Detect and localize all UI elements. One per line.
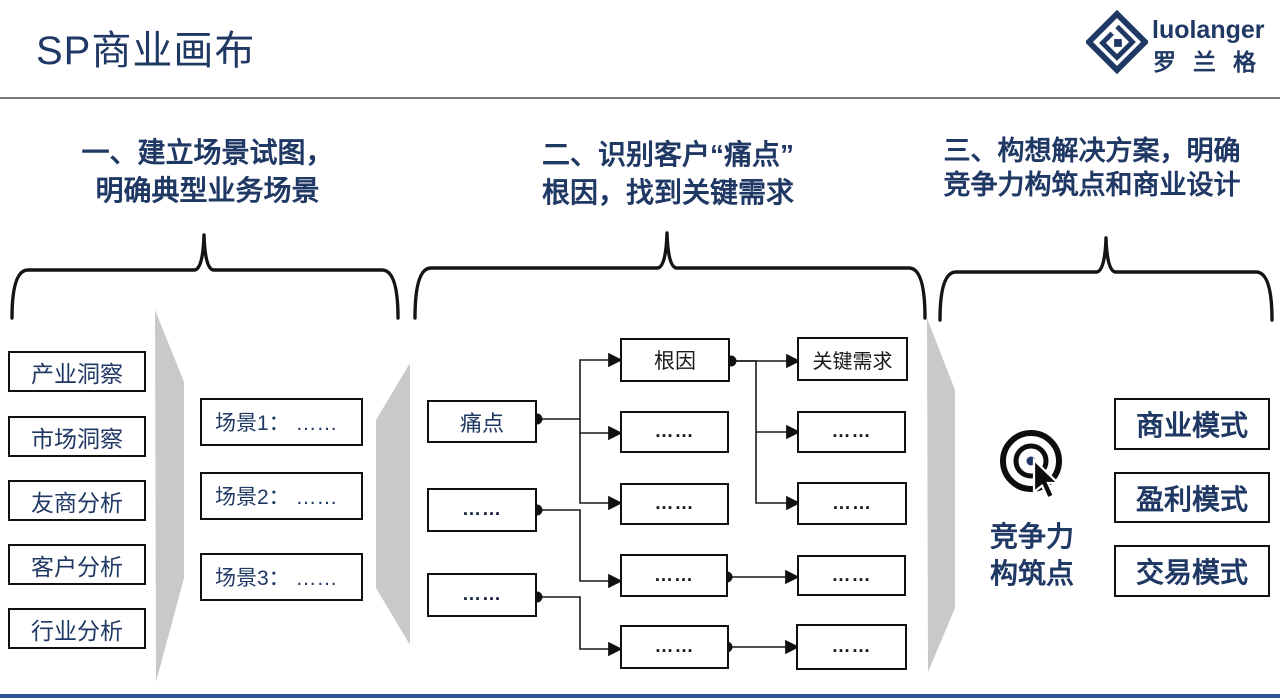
root-ellipsis-box-3: …… [620, 483, 729, 525]
need-ellipsis-box-2: …… [797, 411, 906, 453]
root-cause-box: 根因 [620, 338, 730, 382]
competitiveness-line2: 构筑点 [989, 558, 1074, 589]
step3-line2: 竞争力构筑点和商业设计 [943, 170, 1241, 200]
step2-line2: 根因，找到关键需求 [541, 177, 794, 208]
profit-model-box: 盈利模式 [1114, 472, 1270, 523]
analysis-box-industry: 产业洞察 [8, 351, 146, 392]
scene-box-2: 场景2： …… [200, 472, 363, 520]
logo-name-cn: 罗兰格 [1153, 49, 1273, 75]
connector-a2-to-b4 [537, 509, 623, 589]
connector-pain-to-b2 [579, 419, 623, 441]
analysis-box-sector: 行业分析 [8, 608, 146, 649]
step1-header: 一、建立场景试图， 明确典型业务场景 [15, 134, 400, 210]
connector-a3-to-b5 [537, 596, 623, 657]
step1-line1: 一、建立场景试图， [81, 137, 334, 168]
scene-box-1: 场景1： …… [200, 398, 363, 446]
root-ellipsis-box-5: …… [620, 625, 729, 669]
competitiveness-label: 竞争力 构筑点 [968, 518, 1096, 592]
scene-box-3: 场景3： …… [200, 553, 363, 601]
analysis-box-competitor: 友商分析 [8, 480, 146, 521]
root-ellipsis-box-2: …… [620, 411, 729, 453]
diamond-logo-icon [1084, 9, 1150, 75]
target-bullseye-icon [1000, 430, 1062, 492]
panel-divider-2 [376, 363, 410, 645]
panel-divider-3 [927, 318, 955, 672]
transaction-model-box: 交易模式 [1114, 545, 1270, 597]
bottom-accent-bar [0, 694, 1280, 698]
pain-ellipsis-box-2: …… [427, 488, 537, 532]
step3-header: 三、构想解决方案，明确 竞争力构筑点和商业设计 [900, 134, 1280, 202]
key-need-box: 关键需求 [797, 337, 908, 381]
title-divider [0, 97, 1280, 99]
pain-point-box: 痛点 [427, 400, 537, 443]
pain-ellipsis-box-3: …… [427, 573, 537, 617]
step2-header: 二、识别客户“痛点” 根因，找到关键需求 [448, 136, 888, 212]
business-model-box: 商业模式 [1114, 398, 1270, 450]
company-logo: luolanger 罗兰格 [1084, 9, 1276, 80]
connector-root-to-c2 [731, 360, 801, 440]
brace-step1 [10, 233, 400, 320]
analysis-box-customer: 客户分析 [8, 544, 146, 585]
panel-divider-1 [155, 310, 184, 682]
brace-step2 [413, 231, 927, 320]
connector-pain-to-b3 [579, 433, 623, 511]
step3-line1: 三、构想解决方案，明确 [943, 136, 1241, 166]
connector-root-to-c3 [755, 432, 801, 511]
step1-line2: 明确典型业务场景 [95, 175, 320, 206]
need-ellipsis-box-5: …… [796, 624, 907, 670]
root-ellipsis-box-4: …… [620, 554, 728, 597]
page-title: SP商业画布 [36, 29, 256, 73]
step2-line1: 二、识别客户“痛点” [541, 139, 794, 170]
connector-pain-to-root [537, 352, 623, 420]
competitiveness-line1: 竞争力 [989, 521, 1074, 552]
logo-name-en: luolanger [1152, 16, 1265, 44]
brace-step3 [938, 236, 1274, 322]
analysis-box-market: 市场洞察 [8, 416, 146, 457]
mouse-cursor-icon [1032, 457, 1061, 500]
need-ellipsis-box-4: …… [797, 555, 906, 596]
need-ellipsis-box-3: …… [797, 482, 907, 525]
